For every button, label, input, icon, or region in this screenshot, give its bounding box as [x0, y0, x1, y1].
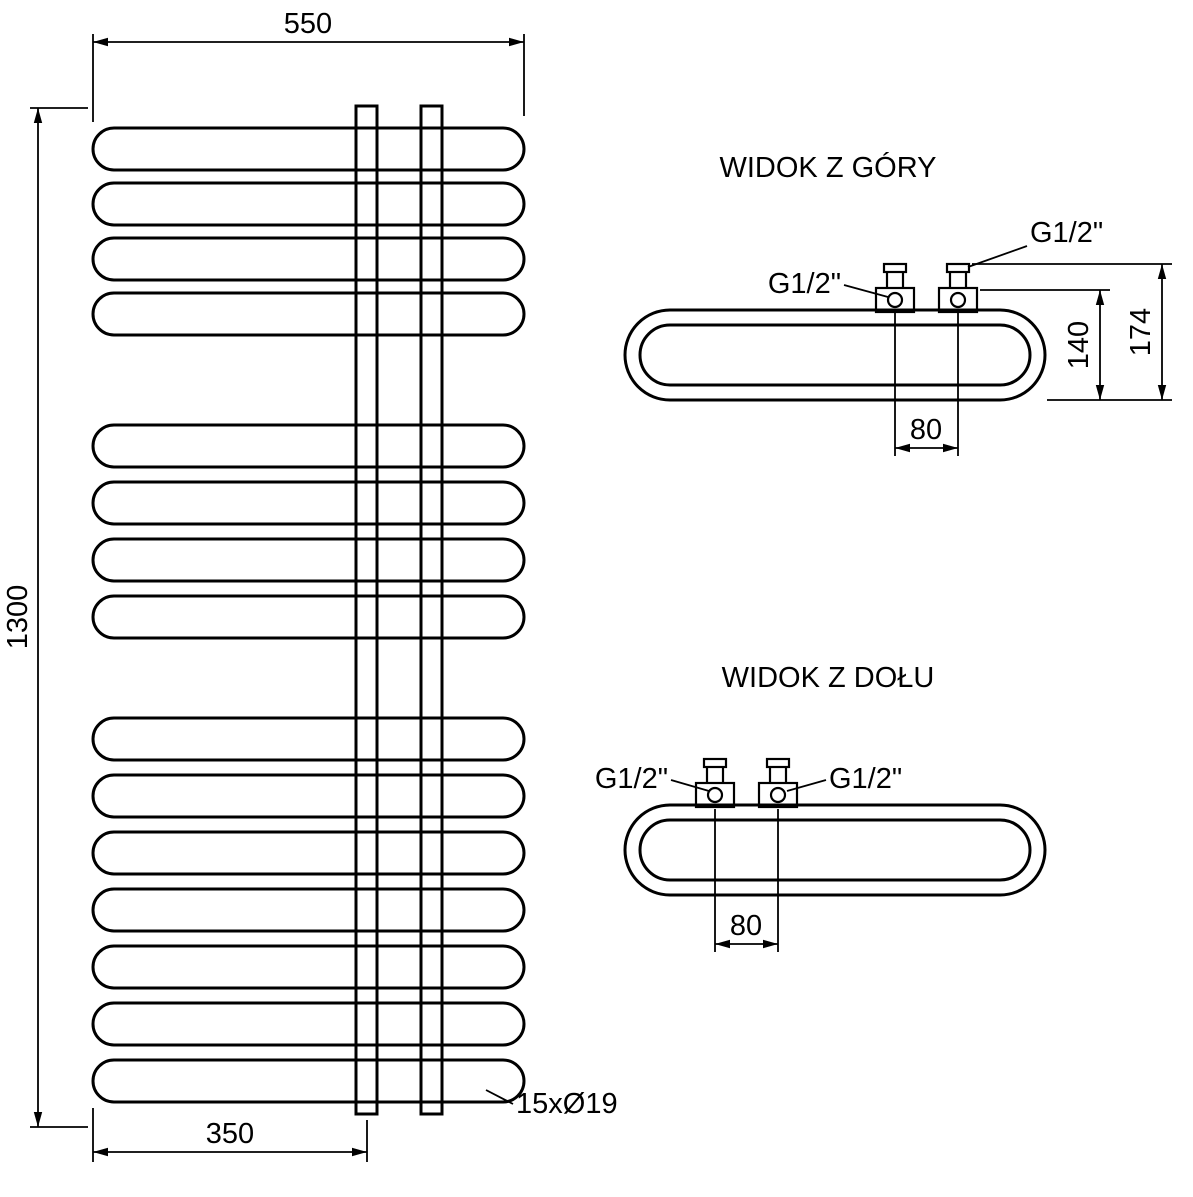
valve-body [937, 286, 979, 314]
arrowhead [895, 443, 910, 453]
tube-loop [91, 830, 526, 876]
arrowhead [1095, 290, 1105, 305]
arrowhead [1095, 385, 1105, 400]
tube-loop [91, 716, 526, 762]
thread-label: G1/2" [829, 763, 902, 795]
valve-port-circle [886, 291, 904, 309]
tube-loop [91, 537, 526, 583]
leader-line [843, 284, 889, 298]
arrowhead [715, 939, 730, 949]
bottom-view-thread-callout-right: G1/2" [786, 763, 902, 795]
bottom-view: WIDOK Z DOŁU G1/2" G1/2" [595, 662, 1047, 952]
arrowhead [352, 1147, 367, 1157]
top-view-valve-right [937, 262, 979, 314]
dim-depth-140-label: 140 [1063, 321, 1095, 369]
valve-cap [945, 262, 971, 274]
top-view-ring-inner [638, 323, 1032, 387]
tube-loop [91, 594, 526, 640]
tube-loop [91, 291, 526, 337]
valve-port-circle [706, 786, 724, 804]
dim-height-1300: 1300 [2, 107, 88, 1128]
valve-body [694, 781, 736, 809]
dim-valve-spacing-80-label: 80 [910, 414, 942, 446]
bottom-view-thread-callout-left: G1/2" [595, 763, 710, 795]
valve-port-circle [769, 786, 787, 804]
valve-cap [882, 262, 908, 274]
valve-port-circle [949, 291, 967, 309]
tube-loop [91, 181, 526, 227]
bottom-view-ring-outer [623, 803, 1047, 897]
tube-spec-callout: 15xØ19 [485, 1088, 618, 1120]
top-view-thread-callout-left: G1/2" [768, 268, 889, 300]
dim-valve-spacing-80-top: 80 [894, 312, 959, 456]
dim-bottom-350: 350 [92, 1108, 368, 1162]
bottom-view-valve-left [694, 757, 736, 809]
leader-line [786, 779, 827, 792]
arrowhead [509, 37, 524, 47]
valve-cap [702, 757, 728, 769]
valve-body [757, 781, 799, 809]
top-view-valve-left [874, 262, 916, 314]
arrowhead [93, 1147, 108, 1157]
radiator-tube-loops [91, 126, 526, 1104]
tube-loop [91, 126, 526, 172]
arrowhead [33, 108, 43, 123]
top-view-title: WIDOK Z GÓRY [720, 151, 937, 184]
dim-total-depth-174-label: 174 [1125, 308, 1157, 356]
front-view: 550 1300 350 15xØ19 [2, 8, 618, 1162]
tube-loop [91, 944, 526, 990]
arrowhead [93, 37, 108, 47]
top-view-thread-callout-right: G1/2" [967, 217, 1103, 268]
tube-loop [91, 236, 526, 282]
dim-depth-140: 140 [980, 289, 1172, 401]
valve-cap [765, 757, 791, 769]
tube-loop [91, 887, 526, 933]
thread-label: G1/2" [1030, 217, 1103, 249]
arrowhead [33, 1112, 43, 1127]
dim-bottom-350-label: 350 [206, 1118, 254, 1150]
collector-tube-left [354, 104, 379, 1116]
thread-label: G1/2" [595, 763, 668, 795]
tube-loop [91, 1001, 526, 1047]
dim-valve-spacing-80-label: 80 [730, 910, 762, 942]
dim-width-550-label: 550 [284, 8, 332, 40]
bottom-view-ring-inner [638, 818, 1032, 882]
arrowhead [763, 939, 778, 949]
arrowhead [1157, 264, 1167, 279]
dim-total-depth-174: 174 [972, 263, 1172, 400]
collector-tube-right [419, 104, 444, 1116]
valve-body [874, 286, 916, 314]
dim-width-550: 550 [92, 8, 525, 122]
top-view-ring-outer [623, 308, 1047, 402]
top-view: WIDOK Z GÓRY G1/2" G1/2" [623, 151, 1172, 456]
leader-line [670, 779, 710, 792]
bottom-view-title: WIDOK Z DOŁU [722, 662, 935, 694]
tube-loop [91, 423, 526, 469]
tube-loop [91, 480, 526, 526]
arrowhead [1157, 385, 1167, 400]
dim-valve-spacing-80-bottom: 80 [714, 809, 779, 952]
tube-spec-label: 15xØ19 [516, 1088, 618, 1120]
radiator-collectors [354, 104, 444, 1116]
arrowhead [943, 443, 958, 453]
tube-loop [91, 773, 526, 819]
bottom-view-valve-right [757, 757, 799, 809]
leader-line [485, 1089, 514, 1105]
dim-height-1300-label: 1300 [2, 585, 34, 650]
tube-loop [91, 1058, 526, 1104]
thread-label: G1/2" [768, 268, 841, 300]
